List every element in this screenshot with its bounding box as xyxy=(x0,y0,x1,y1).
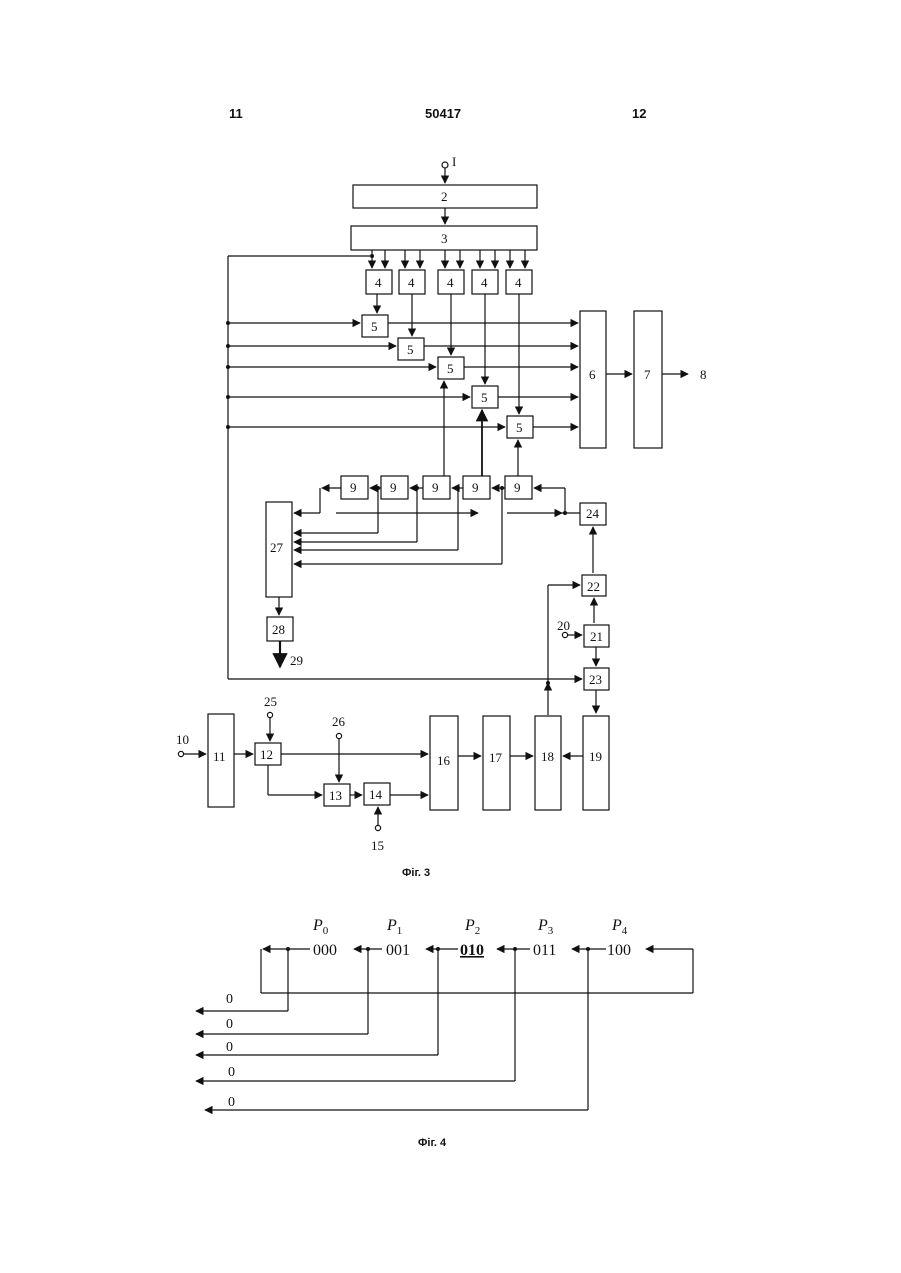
state-name-p3: P3 xyxy=(537,917,554,937)
output-value-4: 0 xyxy=(228,1095,235,1110)
figure-4-caption: Фіг. 4 xyxy=(418,1137,446,1149)
output-value-0: 0 xyxy=(226,992,233,1007)
output-value-1: 0 xyxy=(226,1017,233,1032)
state-name-p4: P4 xyxy=(611,917,628,937)
state-code-p2: 010 xyxy=(460,942,484,959)
state-code-p1: 001 xyxy=(386,942,410,959)
state-name-p0: P0 xyxy=(312,917,329,937)
output-value-3: 0 xyxy=(228,1065,235,1080)
output-value-2: 0 xyxy=(226,1040,233,1055)
state-name-p1: P1 xyxy=(386,917,402,937)
state-name-p2: P2 xyxy=(464,917,480,937)
state-code-p3: 011 xyxy=(533,942,556,959)
state-code-p0: 000 xyxy=(313,942,337,959)
state-code-p4: 100 xyxy=(607,942,631,959)
